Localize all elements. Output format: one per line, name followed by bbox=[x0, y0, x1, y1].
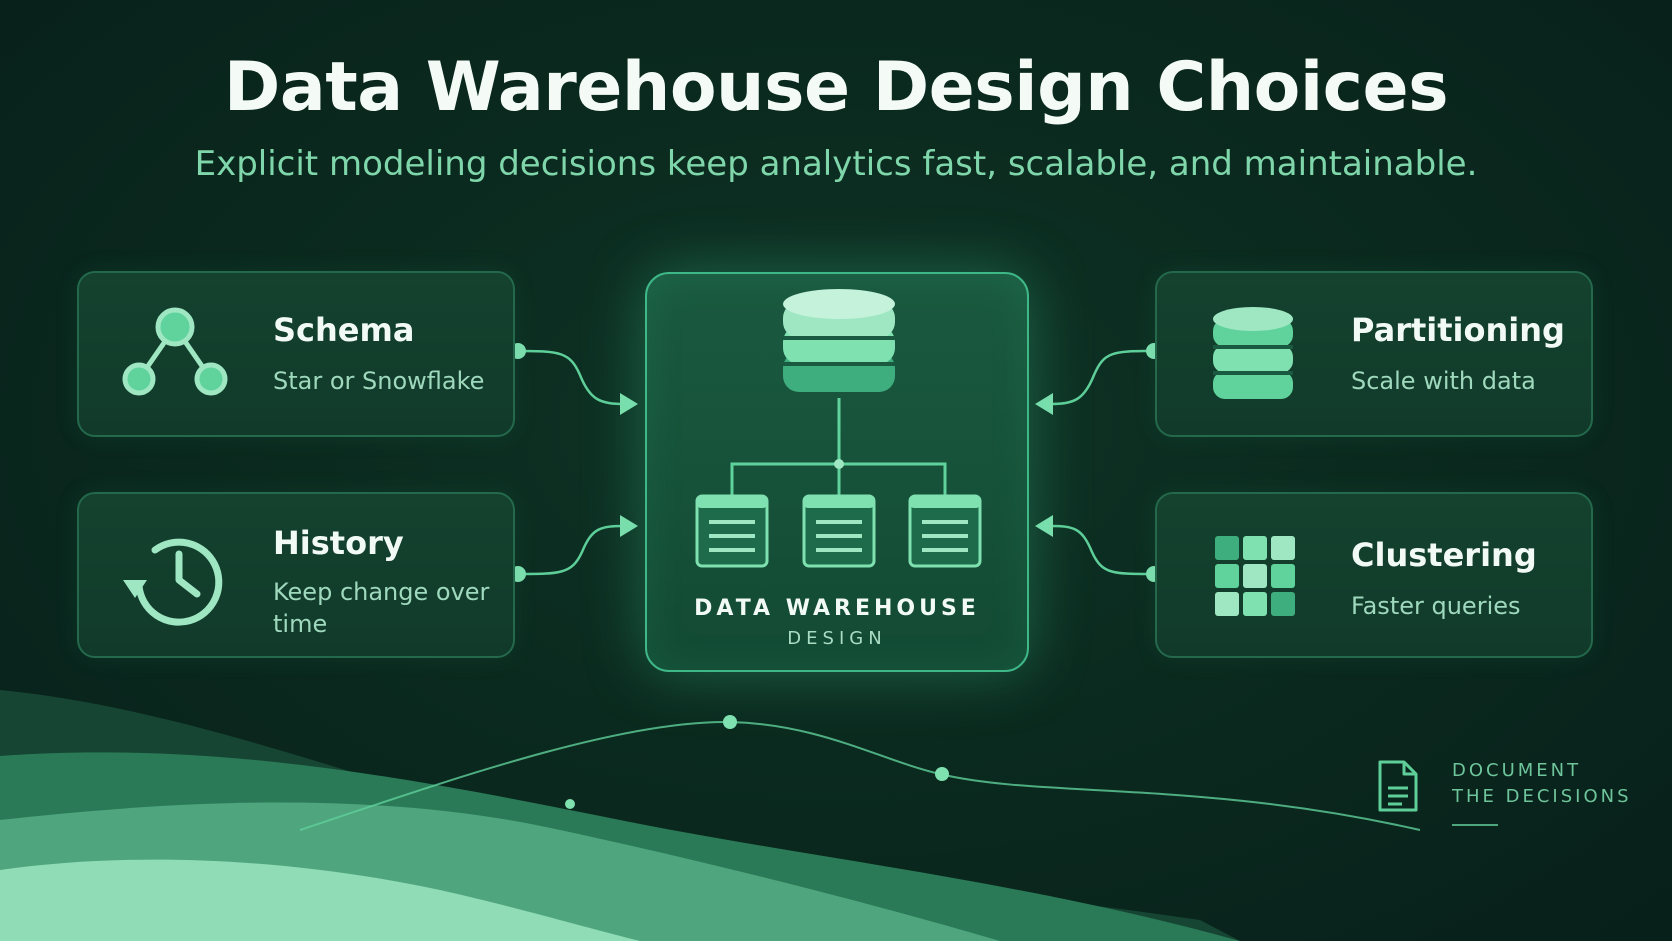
card-description: Star or Snowflake bbox=[273, 367, 485, 395]
page-subtitle: Explicit modeling decisions keep analyti… bbox=[194, 144, 1478, 184]
arrow-head-history bbox=[620, 515, 638, 537]
card-description: Scale with data bbox=[1351, 367, 1536, 395]
wave-dot bbox=[935, 767, 949, 781]
database-stack-icon bbox=[1213, 307, 1293, 399]
history-clock-icon bbox=[123, 538, 223, 626]
card-schema: Schema Star or Snowflake bbox=[77, 271, 515, 437]
arrow-head-partitioning bbox=[1035, 393, 1053, 415]
hub-sublabel: DESIGN bbox=[787, 628, 887, 649]
grid-icon bbox=[1215, 536, 1295, 616]
card-description: Keep change over time bbox=[273, 578, 490, 638]
connector-clustering bbox=[1049, 524, 1155, 576]
card-label: History bbox=[273, 524, 404, 562]
connector-schema bbox=[517, 349, 626, 406]
central-hub bbox=[645, 272, 1029, 672]
connector-history bbox=[517, 524, 626, 576]
decorative-waves bbox=[0, 690, 1421, 941]
card-description: Faster queries bbox=[1351, 592, 1521, 620]
footer-note-line2: THE DECISIONS bbox=[1452, 786, 1632, 807]
document-icon bbox=[1378, 760, 1418, 812]
footer-underline bbox=[1452, 824, 1498, 826]
wave-dot bbox=[723, 715, 737, 729]
footer-note-line1: DOCUMENT bbox=[1452, 760, 1582, 781]
card-label: Schema bbox=[273, 311, 415, 349]
card-label: Partitioning bbox=[1351, 311, 1565, 349]
card-history: History Keep change over time bbox=[77, 492, 515, 658]
card-partitioning: Partitioning Scale with data bbox=[1155, 271, 1593, 437]
card-label: Clustering bbox=[1351, 536, 1537, 574]
connector-partitioning bbox=[1049, 349, 1155, 406]
hub-label: DATA WAREHOUSE bbox=[694, 596, 980, 621]
card-clustering: Clustering Faster queries bbox=[1155, 492, 1593, 658]
wave-dot bbox=[565, 799, 575, 809]
arrow-head-clustering bbox=[1035, 515, 1053, 537]
arrow-head-schema bbox=[620, 393, 638, 415]
database-tree-icon bbox=[695, 289, 982, 568]
page-title: Data Warehouse Design Choices bbox=[223, 48, 1449, 127]
graph-nodes-icon bbox=[122, 307, 228, 396]
